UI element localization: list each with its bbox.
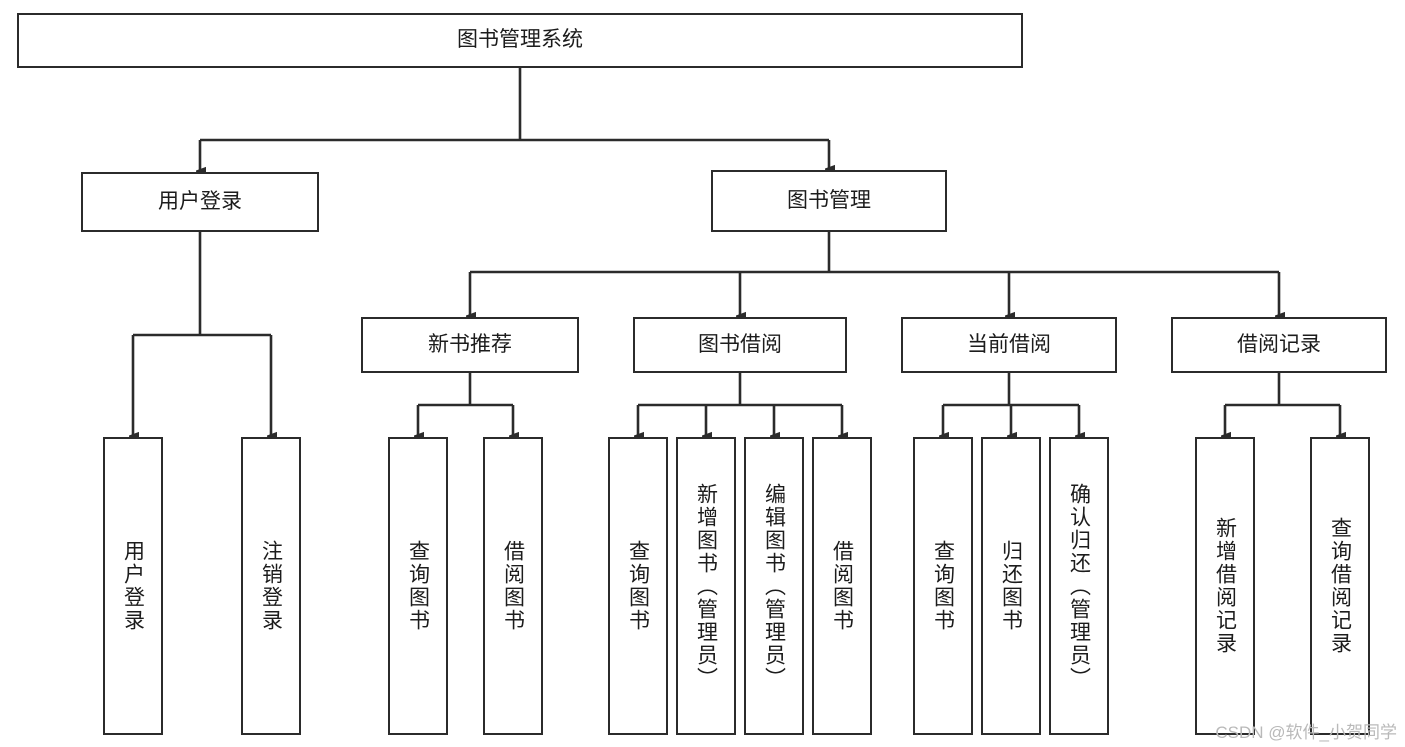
node-label: 用户登录 — [121, 540, 145, 632]
node-leaf-leaf-borrow-book-1[interactable]: 借阅图书 — [483, 437, 543, 735]
node-leaf-leaf-edit-book[interactable]: 编辑图书（管理员） — [744, 437, 804, 735]
node-level3-new-book-rec[interactable]: 新书推荐 — [361, 317, 579, 373]
node-label: 借阅记录 — [1237, 332, 1321, 356]
node-label: 查询图书 — [626, 540, 650, 632]
node-label: 查询图书 — [406, 540, 430, 632]
node-label: 新书推荐 — [428, 332, 512, 356]
node-level2-book-manage[interactable]: 图书管理 — [711, 170, 947, 232]
node-level3-book-borrow[interactable]: 图书借阅 — [633, 317, 847, 373]
edge-paths — [133, 68, 1340, 436]
node-level3-current-borrow[interactable]: 当前借阅 — [901, 317, 1117, 373]
node-label: 图书管理 — [787, 188, 871, 212]
node-leaf-leaf-query-book-3[interactable]: 查询图书 — [913, 437, 973, 735]
node-label: 新增图书（管理员） — [694, 482, 718, 690]
node-leaf-leaf-add-record[interactable]: 新增借阅记录 — [1195, 437, 1255, 735]
node-label: 确认归还（管理员） — [1067, 482, 1091, 690]
node-label: 借阅图书 — [501, 540, 525, 632]
node-label: 注销登录 — [259, 540, 283, 632]
node-level2-user-login[interactable]: 用户登录 — [81, 172, 319, 232]
node-label: 查询借阅记录 — [1328, 517, 1352, 655]
node-label: 图书借阅 — [698, 332, 782, 356]
node-level3-borrow-record[interactable]: 借阅记录 — [1171, 317, 1387, 373]
node-leaf-leaf-confirm-return[interactable]: 确认归还（管理员） — [1049, 437, 1109, 735]
node-root-root[interactable]: 图书管理系统 — [17, 13, 1023, 68]
node-leaf-leaf-borrow-book-2[interactable]: 借阅图书 — [812, 437, 872, 735]
node-label: 查询图书 — [931, 540, 955, 632]
node-leaf-leaf-add-book[interactable]: 新增图书（管理员） — [676, 437, 736, 735]
node-label: 用户登录 — [158, 189, 242, 213]
node-label: 编辑图书（管理员） — [762, 482, 786, 690]
node-leaf-leaf-query-book-1[interactable]: 查询图书 — [388, 437, 448, 735]
node-label: 当前借阅 — [967, 332, 1051, 356]
node-label: 图书管理系统 — [457, 28, 583, 52]
node-label: 借阅图书 — [830, 540, 854, 632]
node-label: 归还图书 — [999, 540, 1023, 632]
node-label: 新增借阅记录 — [1213, 517, 1237, 655]
node-leaf-leaf-query-book-2[interactable]: 查询图书 — [608, 437, 668, 735]
node-leaf-leaf-user-login[interactable]: 用户登录 — [103, 437, 163, 735]
node-leaf-leaf-return-book[interactable]: 归还图书 — [981, 437, 1041, 735]
node-leaf-leaf-logout[interactable]: 注销登录 — [241, 437, 301, 735]
node-leaf-leaf-query-record[interactable]: 查询借阅记录 — [1310, 437, 1370, 735]
